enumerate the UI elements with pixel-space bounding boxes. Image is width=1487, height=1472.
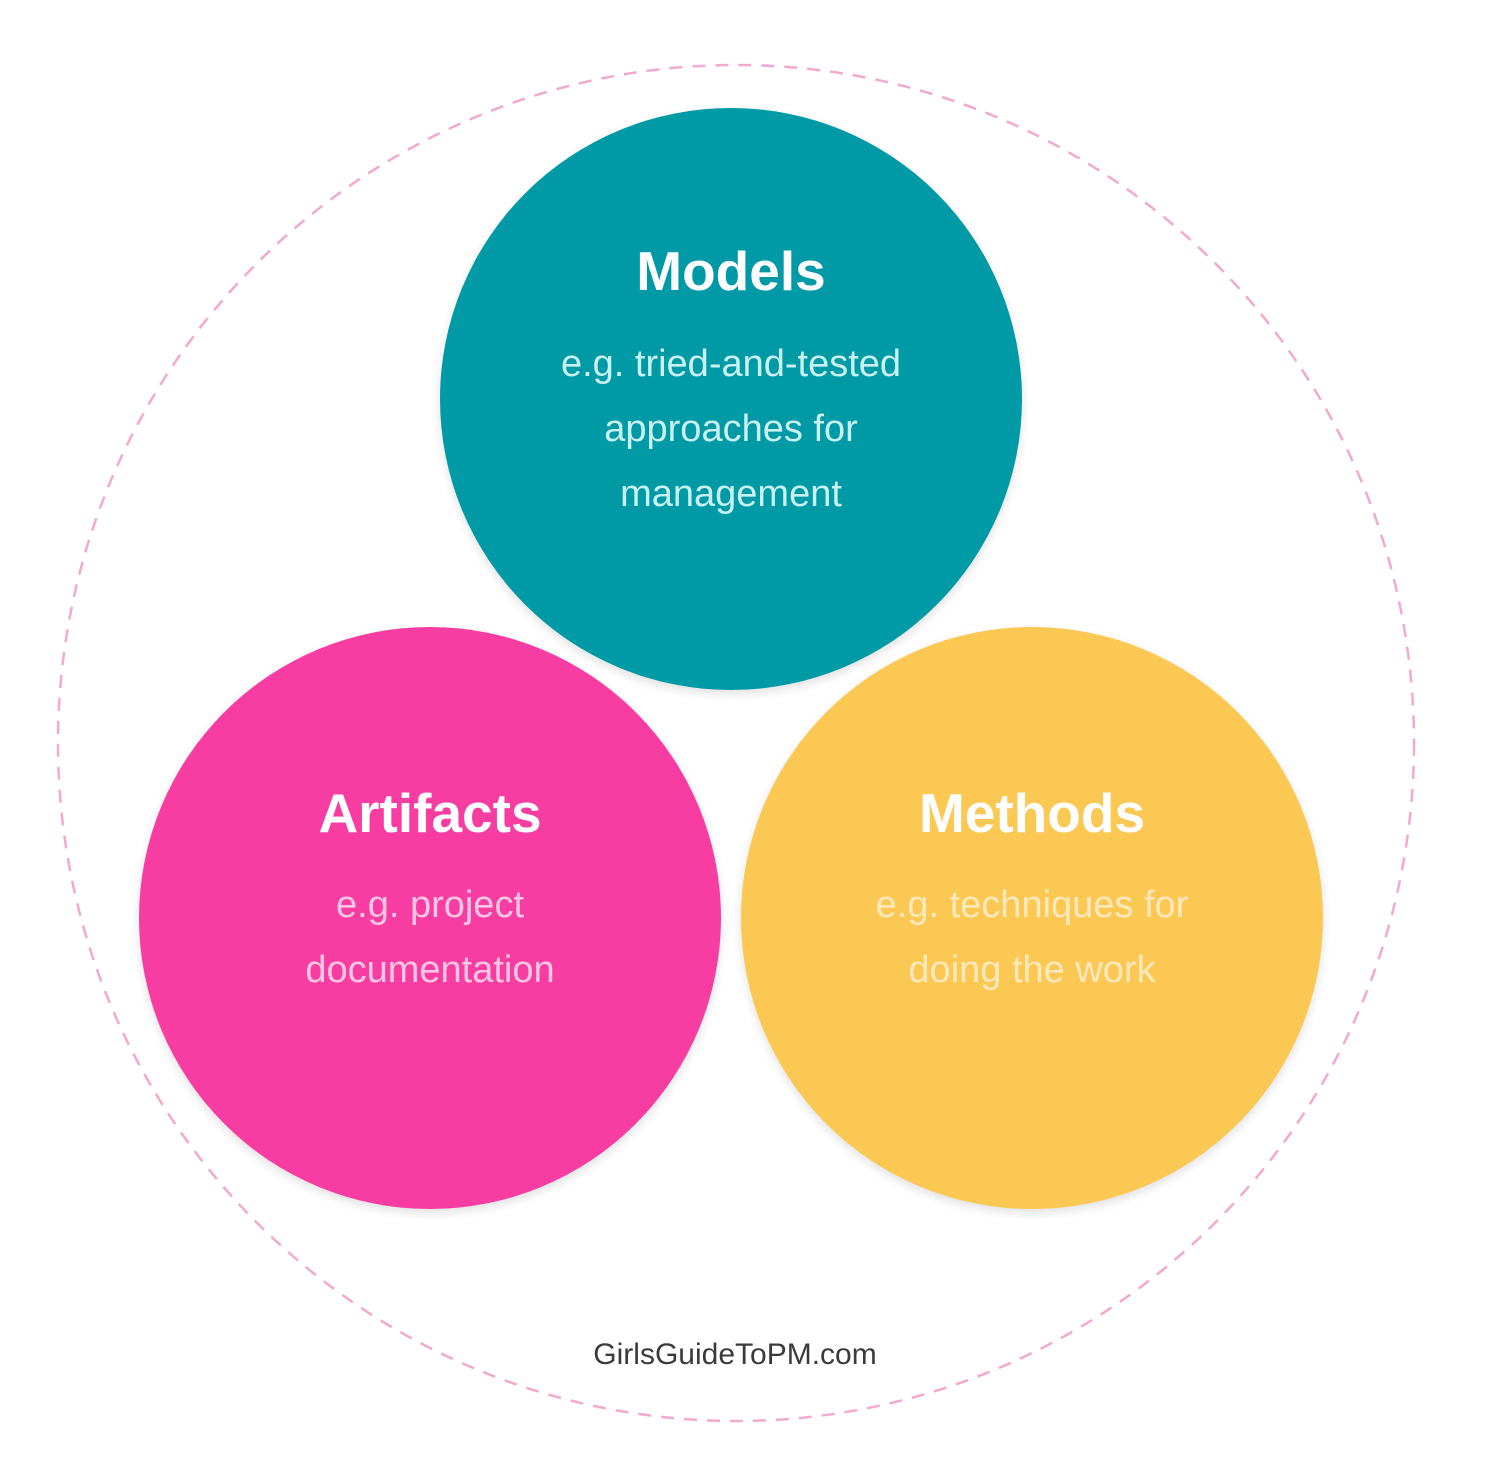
methods-content: Methods e.g. techniques for doing the wo… [832, 783, 1232, 1004]
models-description: e.g. tried-and-tested approaches for man… [531, 332, 931, 527]
artifacts-content: Artifacts e.g. project documentation [230, 783, 630, 1004]
methods-title: Methods [918, 781, 1146, 844]
models-desc-line: management [620, 472, 842, 515]
methods-circle: Methods e.g. techniques for doing the wo… [741, 627, 1323, 1209]
artifacts-description: e.g. project documentation [230, 873, 630, 1003]
artifacts-desc-line: documentation [305, 949, 555, 992]
methods-desc-line: doing the work [908, 949, 1156, 992]
methods-description: e.g. techniques for doing the work [832, 873, 1232, 1003]
methods-desc-line: e.g. techniques for [875, 884, 1189, 927]
artifacts-circle: Artifacts e.g. project documentation [139, 627, 721, 1209]
footer-site-name: GirlsGuideToPM.com [593, 1338, 877, 1371]
artifacts-title: Artifacts [318, 781, 542, 844]
artifacts-desc-line: e.g. project [336, 884, 524, 927]
models-desc-line: approaches for [604, 407, 858, 450]
models-title: Models [636, 240, 826, 303]
models-circle: Models e.g. tried-and-tested approaches … [440, 108, 1022, 690]
models-desc-line: e.g. tried-and-tested [560, 342, 902, 385]
models-content: Models e.g. tried-and-tested approaches … [531, 241, 931, 527]
